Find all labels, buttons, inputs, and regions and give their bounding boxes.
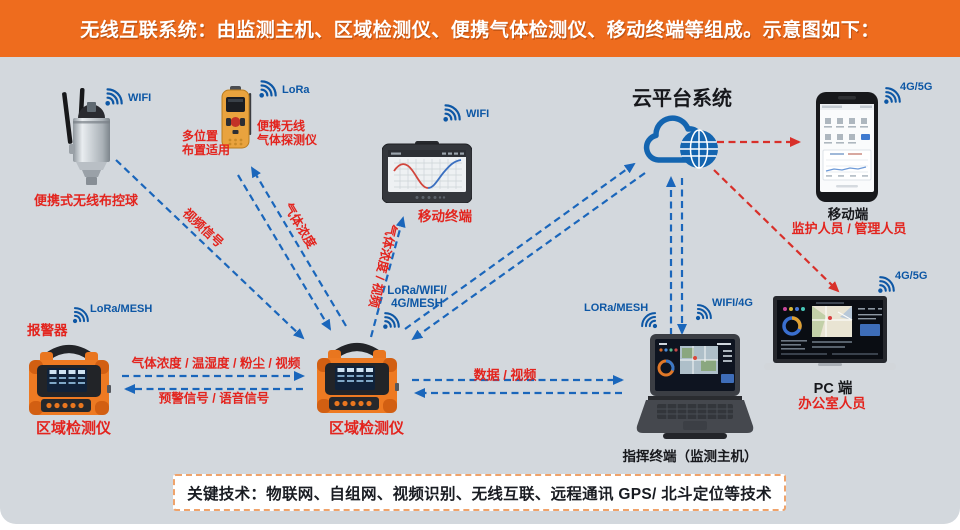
- wifi-icon: [884, 87, 901, 104]
- pc-signal-label: 4G/5G: [895, 270, 928, 282]
- phone-role-label: 监护人员 / 管理人员: [791, 221, 907, 236]
- link-label-sensor-data: 气体浓度 / 温湿度 / 粉尘 / 视频: [131, 356, 301, 371]
- camera-illustration: [62, 88, 110, 185]
- alarm-signal-label: LoRa/MESH: [90, 303, 153, 315]
- key-tech-text: 关键技术：物联网、自组网、视频识别、无线互联、远程通讯 GPS/ 北斗定位等技术: [187, 485, 772, 503]
- gas-detector-illustration: [221, 86, 252, 149]
- wifi-icon: [259, 80, 277, 98]
- area-detector-center-illustration: [317, 343, 399, 413]
- pc-label: PC 端: [813, 381, 853, 397]
- area-detector-left-label: 区域检测仪: [36, 420, 112, 437]
- phone-label: 移动端: [827, 207, 869, 222]
- wifi-icon: [443, 104, 461, 122]
- link-label-data-video: 数据 / 视频: [473, 367, 537, 383]
- wifi-icon: [105, 88, 123, 106]
- tablet-illustration: [382, 141, 472, 203]
- red-links: [713, 137, 840, 293]
- command-terminal-signal-right-label: WIFI/4G: [712, 297, 753, 309]
- tablet-label: 移动终端: [418, 209, 472, 224]
- command-terminal-illustration: [636, 334, 754, 439]
- pc-illustration: [764, 296, 896, 370]
- alarm-label: 报警器: [27, 323, 68, 338]
- pc-role-label: 办公室人员: [798, 396, 866, 411]
- phone-illustration: [816, 92, 878, 202]
- wifi-icon: [641, 312, 658, 329]
- phone-signal-label: 4G/5G: [900, 81, 933, 93]
- wifi-icon: [72, 307, 89, 324]
- command-terminal-signal-left-label: LORa/MESH: [584, 302, 649, 314]
- gas-detector-note: 多位置 布置适用: [182, 129, 231, 157]
- gas-detector-label: 便携无线 气体探测仪: [257, 119, 318, 147]
- command-terminal-label: 指挥终端（监测主机）: [622, 449, 758, 464]
- cloud-label: 云平台系统: [632, 88, 732, 110]
- gas-detector-signal-label: LoRa: [282, 84, 310, 96]
- area-detector-center-signal-label: LoRa/WIFI/ 4G/MESH: [387, 285, 447, 310]
- wifi-icon: [695, 304, 712, 321]
- camera-label: 便携式无线布控球: [34, 193, 139, 208]
- wifi-icon: [878, 276, 895, 293]
- cloud-globe-icon: [643, 115, 718, 169]
- camera-signal-label: WIFI: [128, 92, 152, 104]
- area-detector-center-label: 区域检测仪: [329, 420, 405, 437]
- key-tech-bar: 关键技术：物联网、自组网、视频识别、无线互联、远程通讯 GPS/ 北斗定位等技术: [173, 474, 786, 511]
- area-detector-left-illustration: [29, 345, 111, 415]
- blue-links: [115, 159, 687, 398]
- diagram-canvas: [0, 57, 960, 524]
- wifi-icon: [383, 312, 400, 329]
- tablet-signal-label: WIFI: [466, 108, 490, 120]
- page-title: 无线互联系统：由监测主机、区域检测仪、便携气体检测仪、移动终端等组成。示意图如下…: [80, 20, 880, 41]
- link-label-warning: 预警信号 / 语音信号: [158, 391, 270, 406]
- header-bar: 无线互联系统：由监测主机、区域检测仪、便携气体检测仪、移动终端等组成。示意图如下…: [0, 0, 960, 57]
